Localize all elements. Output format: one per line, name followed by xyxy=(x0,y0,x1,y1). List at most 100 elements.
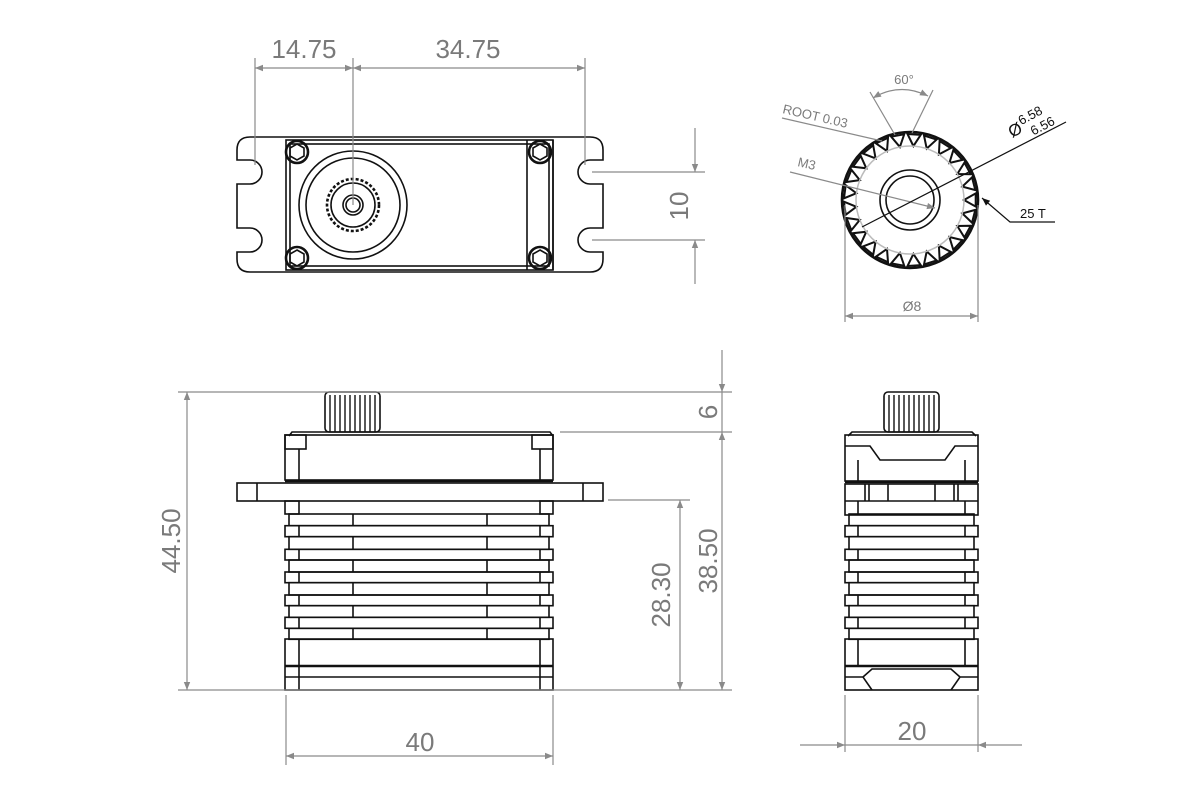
fin-wide xyxy=(284,594,554,607)
angle-arc xyxy=(872,88,929,99)
side-view: 20 xyxy=(800,391,1022,752)
mounting-flange xyxy=(236,482,604,502)
fin-narrow xyxy=(288,627,550,641)
fin-wide xyxy=(844,594,979,607)
diameter-callout: Ø 6.58 6.56 xyxy=(1005,103,1057,142)
spline-tooth xyxy=(842,200,859,217)
flange-tab xyxy=(284,500,300,515)
front-view: 44.50 6 38.50 28.30 40 xyxy=(156,350,732,765)
upper-case xyxy=(284,434,554,481)
spline-tooth xyxy=(961,191,977,209)
spline-grooves xyxy=(329,395,376,432)
spline-tooth xyxy=(844,216,862,233)
spline-tooth xyxy=(937,243,953,261)
fin-narrow xyxy=(288,559,550,573)
diameter-leader xyxy=(861,121,1067,228)
fin-wide xyxy=(284,616,554,630)
spline-tooth xyxy=(851,154,868,170)
side-chamfer xyxy=(845,445,978,461)
side-bottom-case xyxy=(844,638,979,691)
fin-wide xyxy=(844,616,979,630)
spline-tooth xyxy=(922,249,939,266)
spline-tooth xyxy=(889,251,906,267)
upper-case-corner xyxy=(531,434,554,450)
spline-tooth xyxy=(905,132,923,149)
top-view-flange-outline xyxy=(236,136,604,273)
side-cooling-fins xyxy=(844,513,979,641)
dim-6: 6 xyxy=(693,405,723,419)
cooling-fins xyxy=(284,513,554,641)
dim-20: 20 xyxy=(898,716,927,746)
spline-tooth xyxy=(842,183,859,200)
fin-narrow xyxy=(848,627,975,641)
fin-wide xyxy=(844,571,979,584)
screw-icon xyxy=(527,139,553,165)
dim-28-30: 28.30 xyxy=(646,562,676,627)
root-leader xyxy=(781,117,883,142)
fin-wide xyxy=(844,524,979,538)
fin-narrow xyxy=(288,535,550,551)
fin-wide xyxy=(284,548,554,561)
angle-label: 60° xyxy=(894,72,914,87)
case-top-edge xyxy=(288,431,554,437)
outer-diameter-label: Ø8 xyxy=(903,298,922,314)
fin-narrow xyxy=(288,581,550,596)
m3-label: M3 xyxy=(796,154,817,173)
m3-leader xyxy=(789,171,936,210)
dim-38-50: 38.50 xyxy=(693,528,723,593)
fin-narrow xyxy=(848,559,975,573)
fin-wide xyxy=(844,548,979,561)
fin-narrow xyxy=(848,535,975,551)
spline-tooth xyxy=(947,148,965,165)
spline-grooves xyxy=(888,395,935,432)
spline-tooth xyxy=(937,139,953,157)
spline-teeth xyxy=(842,132,977,268)
root-label: ROOT 0.03 xyxy=(781,101,849,131)
bottom-case xyxy=(284,638,554,691)
screw-icon xyxy=(284,245,310,271)
flange-tab xyxy=(539,500,554,515)
angle-leg xyxy=(869,91,896,136)
fin-narrow xyxy=(288,513,550,527)
spline-tooth xyxy=(922,134,939,151)
hub-outer-circle xyxy=(879,169,941,231)
side-spline xyxy=(883,391,940,433)
spline-tooth xyxy=(960,208,977,225)
screw-icon xyxy=(284,139,310,165)
spline-tooth xyxy=(889,133,906,149)
spline-tooth xyxy=(861,240,877,257)
upper-case-corner xyxy=(284,434,307,450)
dim-34-75: 34.75 xyxy=(435,34,500,64)
spline-tooth xyxy=(874,247,890,264)
screw-icon xyxy=(527,245,553,271)
output-spline xyxy=(324,391,381,433)
dim-40: 40 xyxy=(406,727,435,757)
spline-outer-circle xyxy=(840,130,980,270)
side-flange-section xyxy=(844,483,979,516)
spline-tooth xyxy=(844,167,862,184)
side-upper-case xyxy=(844,434,979,482)
side-bottom-chamfer xyxy=(845,668,978,691)
fin-narrow xyxy=(848,581,975,596)
spline-root-circle xyxy=(855,145,965,255)
angle-leg xyxy=(911,89,934,134)
spline-tooth xyxy=(960,175,977,192)
fin-narrow xyxy=(848,604,975,619)
spline-tooth xyxy=(861,143,877,160)
top-view: 14.75 34.75 10 xyxy=(236,34,705,284)
top-view-case-inner xyxy=(289,143,550,267)
side-top-edge xyxy=(847,431,977,437)
spline-tooth xyxy=(947,235,965,252)
fin-wide xyxy=(284,571,554,584)
spline-tooth xyxy=(905,251,923,268)
teeth-label: 25 T xyxy=(1020,206,1046,221)
spline-tooth xyxy=(955,224,973,240)
dim-10: 10 xyxy=(664,192,694,221)
fin-narrow xyxy=(288,604,550,619)
dim-14-75: 14.75 xyxy=(271,34,336,64)
dim-44-50: 44.50 xyxy=(156,508,186,573)
m3-hole xyxy=(885,175,935,225)
spline-tooth xyxy=(851,230,868,246)
teeth-leader xyxy=(981,197,1055,223)
